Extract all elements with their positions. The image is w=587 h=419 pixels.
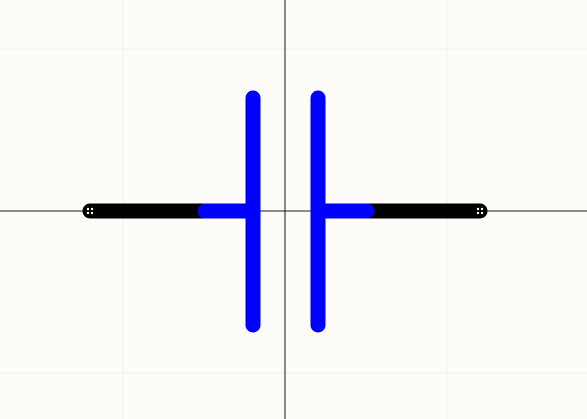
pin-grip-icon[interactable] (476, 207, 484, 215)
pin-grip-icon[interactable] (86, 207, 94, 215)
